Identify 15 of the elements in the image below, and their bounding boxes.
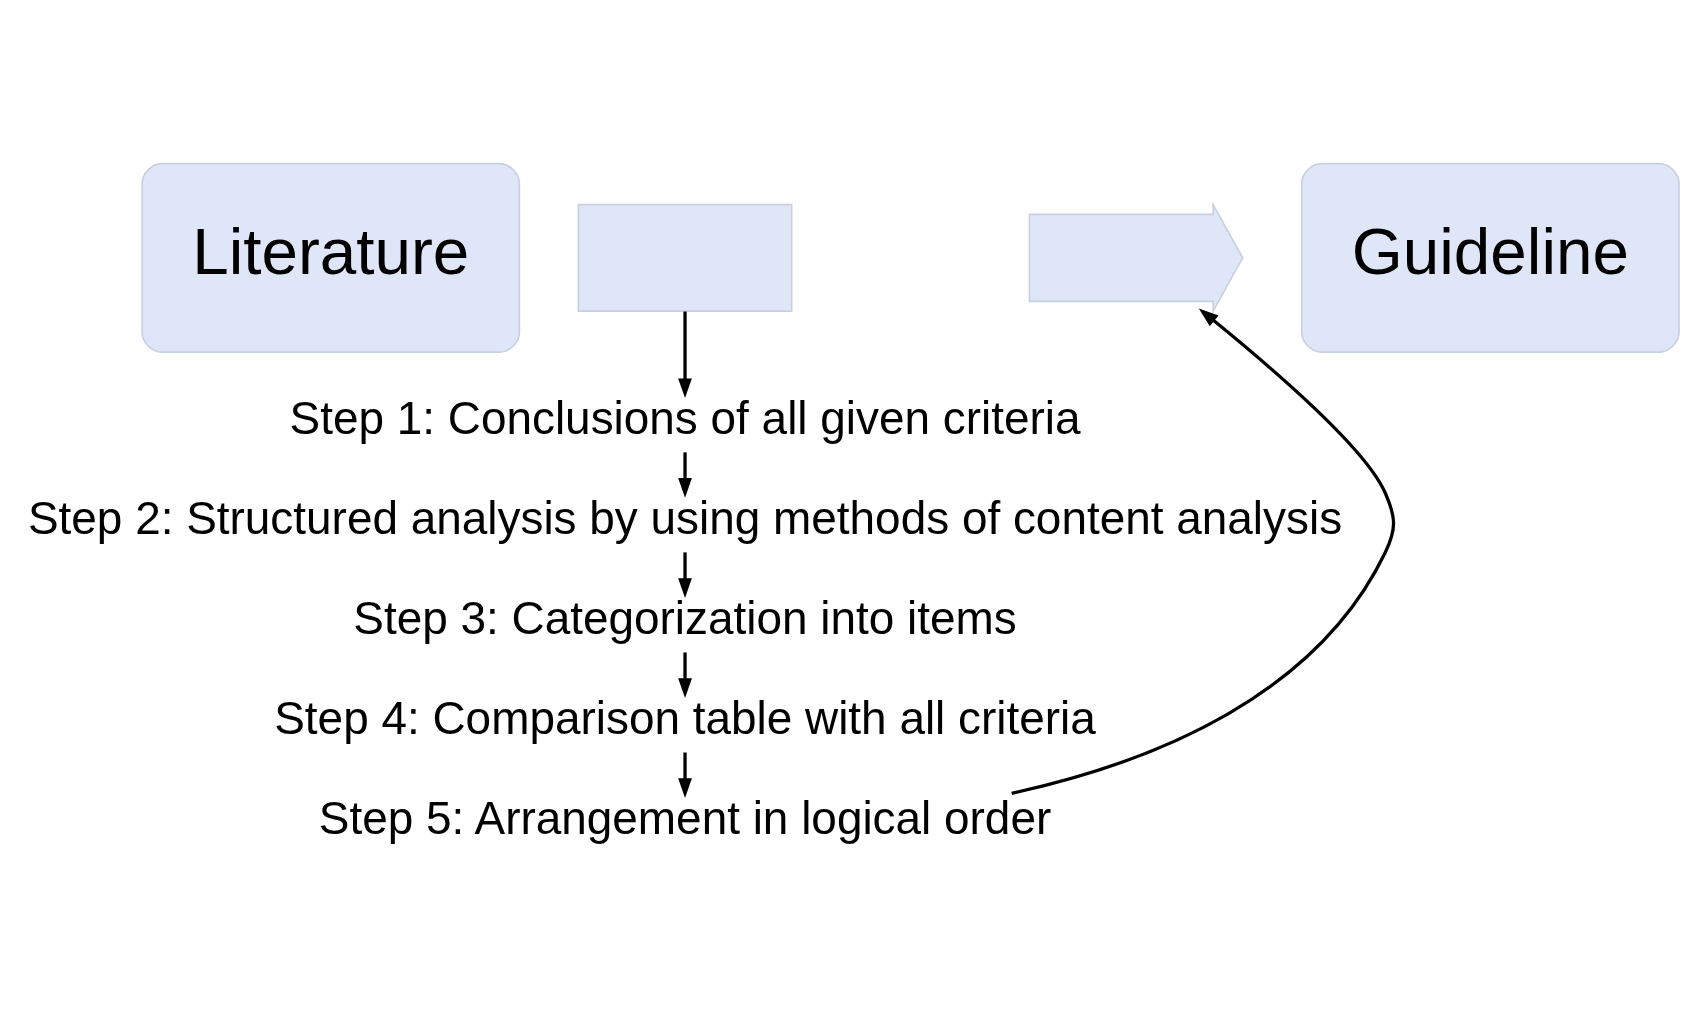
node-box bbox=[577, 203, 793, 312]
node-text: Step 2: Structured analysis by using methods of content analysis bbox=[27, 492, 1343, 545]
arrow bbox=[678, 752, 692, 798]
arrow bbox=[1011, 308, 1396, 795]
node-box: Guideline bbox=[1300, 162, 1680, 353]
node-text: Step 3: Categorization into items bbox=[353, 592, 1017, 645]
node-box: Literature bbox=[141, 162, 521, 353]
arrow bbox=[678, 552, 692, 598]
node-text: Step 1: Conclusions of all given criteria bbox=[289, 392, 1081, 445]
node-arrow bbox=[1028, 201, 1244, 315]
node-text: Step 5: Arrangement in logical order bbox=[318, 792, 1052, 845]
arrow bbox=[678, 452, 692, 498]
arrow bbox=[678, 311, 692, 399]
arrow bbox=[678, 652, 692, 698]
node-text: Step 4: Comparison table with all criteria bbox=[274, 692, 1096, 745]
